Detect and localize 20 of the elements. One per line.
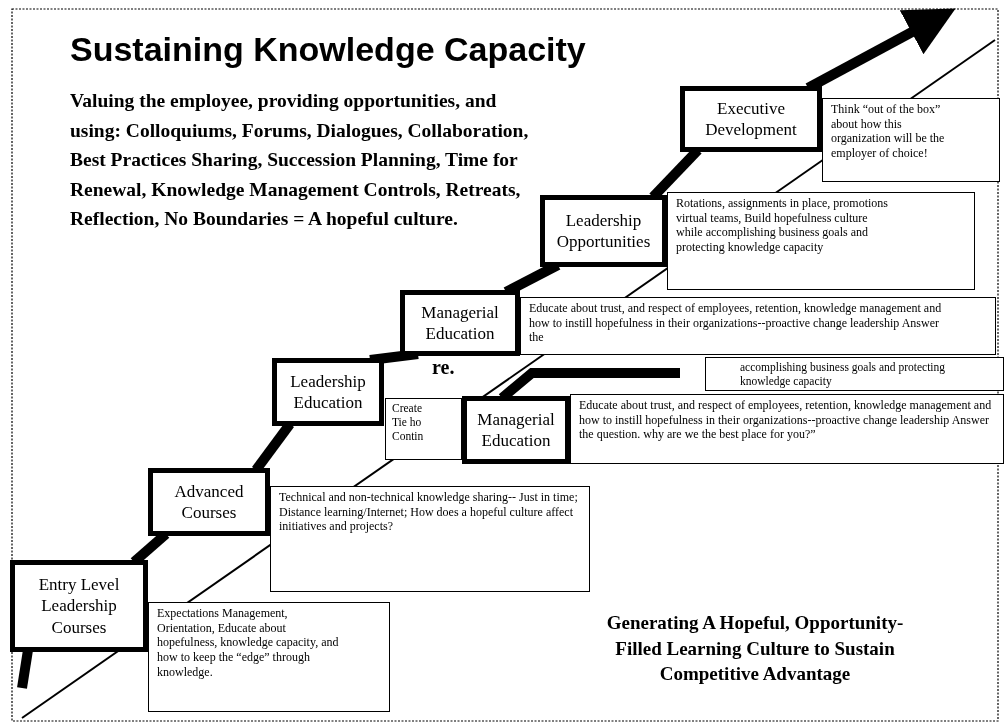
stage-box: Entry Level Leadership Courses xyxy=(10,560,148,652)
partial-box: accomplishing business goals and protecting knowledge capacity xyxy=(705,357,1004,391)
description-box: Technical and non-technical knowledge sharing-- Just in time; Distance learning/Internet; How does a hopeful culture affect initiatives and projects? xyxy=(270,486,590,592)
connector-line xyxy=(369,349,419,365)
stage-box: Managerial Education xyxy=(400,290,520,356)
description-box: Expectations Management, Orientation, Educate about hopefulness, knowledge capacity, and how to keep the “edge” through knowledge. xyxy=(148,602,390,712)
description-box: Think “out of the box” about how this organization will be the employer of choice! xyxy=(822,98,1000,182)
description-box: Rotations, assignments in place, promotions virtual teams, Build hopefulness culture while accomplishing business goals and protecting knowledge capacity xyxy=(667,192,975,290)
partial-box: Create Tie ho Contin xyxy=(385,398,462,460)
description-box: Educate about trust, and respect of employees, retention, knowledge management and how to instill hopefulness in their organizations--proactive change leadership Answer the question. why are we the best place for you?” xyxy=(570,394,1004,464)
description-box: Educate about trust, and respect of employees, retention, knowledge management and how to instill hopefulness in their organizations--proactive change leadership Answer the xyxy=(520,297,996,355)
caption: Generating A Hopeful, Opportunity-Filled Learning Culture to Sustain Competitive Advantage xyxy=(605,611,905,687)
stage-box: Advanced Courses xyxy=(148,468,270,536)
stage-box: Managerial Education xyxy=(462,396,570,464)
title: Sustaining Knowledge Capacity xyxy=(70,30,586,69)
text-fragment: re. xyxy=(432,356,455,379)
stage-box: Leadership Opportunities xyxy=(540,195,667,267)
subtitle-text: Valuing the employee, providing opportunities, and using: Colloquiums, Forums, Dialogues, Collaboration, Best Practices Sharing, Succession Planning, Time for Renewal, Knowledge Management Controls, Retreats, Reflection, No Boundaries = A hopeful culture. xyxy=(70,89,530,231)
stage-box: Executive Development xyxy=(680,86,822,152)
stage-box: Leadership Education xyxy=(272,358,384,426)
